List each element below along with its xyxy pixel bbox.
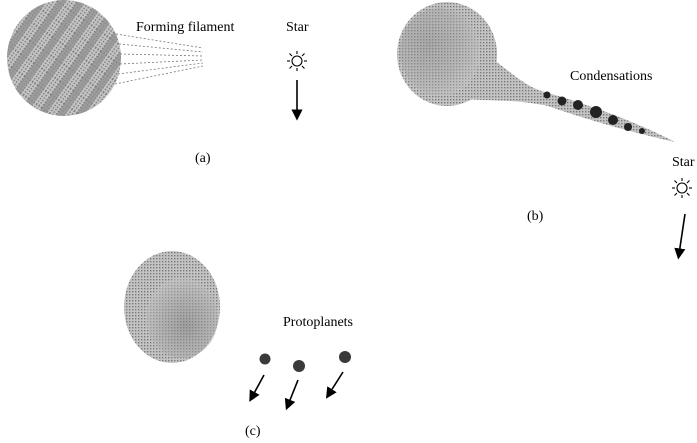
- arrow-icon: [325, 371, 344, 399]
- protoplanet: [339, 351, 351, 363]
- protoplanet: [259, 353, 271, 365]
- protoplanets: [259, 351, 351, 372]
- condensation: [608, 115, 618, 125]
- condensation: [590, 106, 602, 118]
- panel-c: Protoplanets (c): [124, 251, 353, 439]
- star-label-a: Star: [286, 20, 309, 35]
- condensation: [624, 123, 632, 131]
- panel-b: Condensations Star (b): [397, 2, 695, 260]
- sun-icon: [672, 178, 692, 198]
- forming-filament-label: Forming filament: [136, 20, 234, 35]
- panel-a: Forming filament Star (a): [7, 0, 309, 166]
- forming-filament-tail: [114, 33, 204, 85]
- forming-filament-cloud: [7, 0, 121, 116]
- condensations-label: Condensations: [570, 69, 652, 84]
- condensations: [543, 91, 645, 134]
- condensation: [543, 91, 551, 99]
- protoplanets-label: Protoplanets: [283, 315, 353, 330]
- condensation-filament-tail: [455, 38, 675, 142]
- sun-icon: [287, 51, 307, 71]
- arrow-icon: [284, 379, 299, 411]
- protoplanet: [293, 360, 305, 372]
- panel-c-caption: (c): [245, 424, 261, 439]
- arrow-icon: [674, 213, 686, 260]
- condensation: [557, 96, 567, 106]
- panel-a-caption: (a): [195, 151, 211, 166]
- condensation: [573, 100, 583, 110]
- condensation: [639, 128, 645, 134]
- panel-b-caption: (b): [527, 209, 544, 224]
- protoplanet-cloud-shade: [146, 278, 218, 358]
- condensation-cloud-shade: [400, 8, 480, 96]
- star-label-b: Star: [672, 155, 695, 170]
- arrow-icon: [249, 374, 265, 402]
